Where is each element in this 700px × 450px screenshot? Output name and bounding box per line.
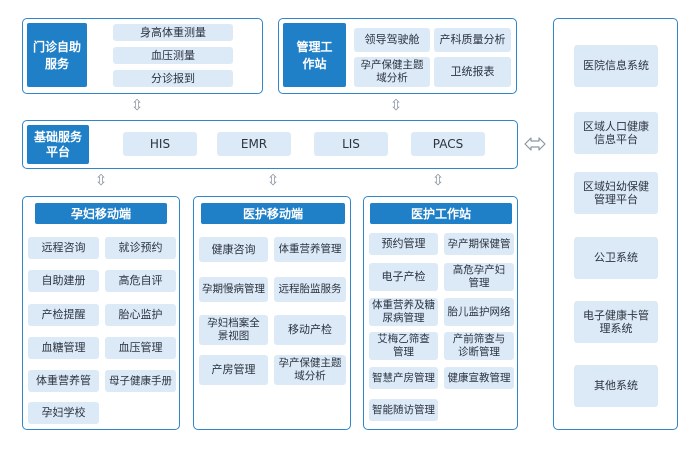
medical-mobile-item-health-consult[interactable]: 健康咨询 bbox=[199, 237, 268, 262]
station-item-e-checkup[interactable]: 电子产检 bbox=[369, 263, 438, 291]
external-systems-panel: 医院信息系统 区域人口健康信息平台 区域妇幼保健管理平台 公卫系统 电子健康卡管… bbox=[553, 18, 678, 430]
medical-mobile-panel: 医护移动端 健康咨询 体重营养管理 孕期慢病管理 远程胎监服务 孕妇档案全景视图… bbox=[193, 196, 351, 430]
pregnant-item-blood-pressure[interactable]: 血压管理 bbox=[105, 337, 176, 359]
station-item-screening[interactable]: 艾梅乙筛查管理 bbox=[369, 332, 438, 360]
platform-pacs[interactable]: PACS bbox=[411, 132, 485, 156]
medical-mobile-item-theme-analysis[interactable]: 孕产保健主题域分析 bbox=[274, 355, 346, 385]
external-health-card[interactable]: 电子健康卡管理系统 bbox=[574, 301, 658, 343]
station-item-fetal-network[interactable]: 胎儿监护网络 bbox=[444, 298, 514, 326]
station-item-perinatal-care[interactable]: 孕产期保健管 bbox=[444, 233, 514, 255]
platform-header: 基础服务平台 bbox=[27, 125, 89, 164]
medical-mobile-item-weight-nutrition[interactable]: 体重营养管理 bbox=[274, 237, 346, 262]
pregnant-item-school[interactable]: 孕妇学校 bbox=[28, 402, 99, 424]
up-down-arrow-icon: ⇳ bbox=[94, 171, 108, 189]
medical-mobile-item-chronic[interactable]: 孕期慢病管理 bbox=[199, 277, 268, 302]
station-item-appointment[interactable]: 预约管理 bbox=[369, 233, 438, 255]
external-hospital-info[interactable]: 医院信息系统 bbox=[574, 45, 658, 87]
platform-panel: 基础服务平台 HIS EMR LIS PACS bbox=[22, 120, 518, 169]
up-down-arrow-icon: ⇳ bbox=[431, 171, 445, 189]
self-service-item-triage[interactable]: 分诊报到 bbox=[113, 70, 233, 87]
pregnant-item-health-handbook[interactable]: 母子健康手册 bbox=[105, 370, 176, 392]
station-item-follow-up[interactable]: 智能随访管理 bbox=[369, 399, 438, 421]
medical-mobile-item-archive-view[interactable]: 孕妇档案全景视图 bbox=[199, 315, 268, 345]
external-public-health[interactable]: 公卫系统 bbox=[574, 237, 658, 279]
self-service-item-blood-pressure[interactable]: 血压测量 bbox=[113, 47, 233, 64]
pregnant-item-appointment[interactable]: 就诊预约 bbox=[105, 237, 176, 259]
medical-mobile-header: 医护移动端 bbox=[201, 203, 345, 224]
station-item-weight-diabetes[interactable]: 体重营养及糖尿病管理 bbox=[369, 298, 438, 326]
pregnant-item-self-register[interactable]: 自助建册 bbox=[28, 270, 99, 292]
management-item-report[interactable]: 卫统报表 bbox=[434, 57, 511, 87]
pregnant-mobile-header: 孕妇移动端 bbox=[35, 203, 167, 224]
up-down-arrow-icon: ⇳ bbox=[266, 171, 280, 189]
external-maternal-child[interactable]: 区域妇幼保健管理平台 bbox=[574, 172, 658, 214]
pregnant-item-weight-nutrition[interactable]: 体重营养管 bbox=[28, 370, 99, 392]
up-down-arrow-icon: ⇳ bbox=[130, 96, 144, 114]
management-item-cockpit[interactable]: 领导驾驶舱 bbox=[354, 28, 430, 52]
pregnant-item-remote-consult[interactable]: 远程咨询 bbox=[28, 237, 99, 259]
platform-lis[interactable]: LIS bbox=[314, 132, 388, 156]
management-panel: 管理工作站 领导驾驶舱 产科质量分析 孕产保健主题域分析 卫统报表 bbox=[278, 18, 517, 94]
station-item-smart-delivery[interactable]: 智慧产房管理 bbox=[369, 367, 438, 389]
station-item-health-education[interactable]: 健康宣教管理 bbox=[444, 367, 514, 389]
left-right-arrow-icon bbox=[524, 137, 546, 151]
pregnant-item-risk-self-eval[interactable]: 高危自评 bbox=[105, 270, 176, 292]
platform-emr[interactable]: EMR bbox=[217, 132, 291, 156]
pregnant-item-checkup-reminder[interactable]: 产检提醒 bbox=[28, 304, 99, 326]
self-service-header: 门诊自助服务 bbox=[27, 23, 87, 87]
pregnant-mobile-panel: 孕妇移动端 远程咨询 就诊预约 自助建册 高危自评 产检提醒 胎心监护 血糖管理… bbox=[22, 196, 180, 430]
external-population-health[interactable]: 区域人口健康信息平台 bbox=[574, 112, 658, 154]
external-other[interactable]: 其他系统 bbox=[574, 365, 658, 407]
pregnant-item-blood-sugar[interactable]: 血糖管理 bbox=[28, 337, 99, 359]
self-service-item-height-weight[interactable]: 身高体重测量 bbox=[113, 24, 233, 41]
medical-station-panel: 医护工作站 预约管理 孕产期保健管 电子产检 高危孕产妇管理 体重营养及糖尿病管… bbox=[363, 196, 518, 430]
up-down-arrow-icon: ⇳ bbox=[389, 96, 403, 114]
medical-mobile-item-remote-fetal[interactable]: 远程胎监服务 bbox=[274, 277, 346, 302]
self-service-panel: 门诊自助服务 身高体重测量 血压测量 分诊报到 bbox=[22, 18, 263, 94]
station-item-high-risk[interactable]: 高危孕产妇管理 bbox=[444, 263, 514, 291]
station-item-prenatal[interactable]: 产前筛查与诊断管理 bbox=[444, 332, 514, 360]
medical-mobile-item-mobile-checkup[interactable]: 移动产检 bbox=[274, 315, 346, 345]
management-item-theme-analysis[interactable]: 孕产保健主题域分析 bbox=[354, 57, 430, 87]
medical-station-header: 医护工作站 bbox=[370, 203, 512, 224]
medical-mobile-item-delivery-room[interactable]: 产房管理 bbox=[199, 355, 268, 385]
pregnant-item-fetal-monitor[interactable]: 胎心监护 bbox=[105, 304, 176, 326]
management-item-quality[interactable]: 产科质量分析 bbox=[434, 28, 511, 52]
platform-his[interactable]: HIS bbox=[123, 132, 197, 156]
management-header: 管理工作站 bbox=[283, 23, 346, 87]
